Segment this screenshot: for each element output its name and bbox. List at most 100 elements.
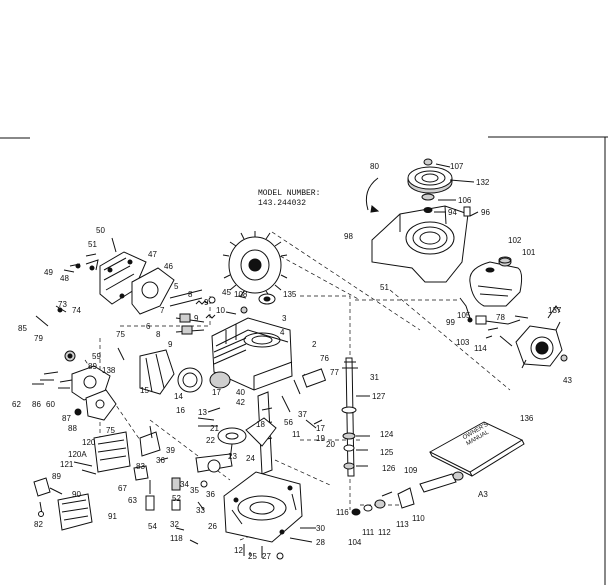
part-label: 126 [382, 464, 396, 473]
part-label: 43 [563, 376, 572, 385]
part-label: 14 [174, 392, 183, 401]
part-label: 13 [198, 408, 207, 417]
control-linkage [459, 297, 529, 339]
part-label: 49 [44, 268, 53, 277]
fuel-tank [469, 256, 523, 307]
small-hardware [145, 457, 208, 545]
part-label: 137 [548, 306, 562, 315]
part-label: 76 [320, 354, 329, 363]
part-label: 105 [457, 311, 471, 320]
part-label: 75 [116, 330, 125, 339]
part-label: 106 [458, 196, 472, 205]
part-label: 9 [204, 298, 209, 307]
part-label: 3 [282, 314, 287, 323]
part-label: 2 [312, 340, 317, 349]
part-label: 28 [316, 538, 325, 547]
part-label: 19 [316, 434, 325, 443]
part-label: 39 [166, 446, 175, 455]
part-label: 103 [456, 338, 470, 347]
owners-manual [428, 421, 525, 477]
part-label: 86 [32, 400, 41, 409]
part-label: 82 [34, 520, 43, 529]
engine-base [223, 471, 316, 560]
part-label: 85 [18, 324, 27, 333]
corner-code: A3 [478, 490, 488, 499]
part-label: 62 [12, 400, 21, 409]
dipstick-assembly [341, 357, 370, 477]
part-label: 75 [106, 426, 115, 435]
part-label: 60 [46, 400, 55, 409]
crankshaft [245, 391, 291, 475]
part-label: 23 [228, 452, 237, 461]
part-label: 59 [92, 352, 101, 361]
part-label: 91 [108, 512, 117, 521]
part-label: 107 [450, 162, 464, 171]
part-label: 48 [60, 274, 69, 283]
blower-housing [365, 177, 469, 283]
part-label: 9 [194, 314, 199, 323]
part-label: 4 [280, 328, 285, 337]
piston-assembly [117, 347, 231, 395]
exhaust-deflector [33, 477, 93, 531]
valve-train [169, 289, 216, 335]
part-label: 9 [168, 340, 173, 349]
part-label: 51 [88, 240, 97, 249]
part-label: 56 [284, 418, 293, 427]
part-label: 127 [372, 392, 386, 401]
part-label: 135 [283, 290, 297, 299]
fasteners [35, 211, 479, 429]
part-label: 26 [208, 522, 217, 531]
part-label: 8 [188, 290, 193, 299]
part-label: 35 [190, 486, 199, 495]
part-label: 36 [156, 456, 165, 465]
model-number-value: 143.244032 [258, 199, 307, 208]
part-label: 99 [446, 318, 455, 327]
cylinder-block [211, 306, 293, 391]
part-label: 114 [474, 344, 487, 353]
part-label: 47 [148, 250, 157, 259]
starter-pulley [407, 158, 475, 217]
part-label: 50 [96, 226, 105, 235]
part-label: 138 [102, 366, 116, 375]
part-label: 88 [68, 424, 77, 433]
part-label: 63 [128, 496, 137, 505]
part-label: 46 [164, 262, 173, 271]
part-label: 15 [140, 386, 149, 395]
part-label: 125 [380, 448, 394, 457]
part-label: 33 [196, 506, 205, 515]
part-label: 98 [344, 232, 353, 241]
part-label: 27 [262, 552, 271, 561]
part-label: 121 [60, 460, 74, 469]
part-label: 79 [34, 334, 43, 343]
part-label: 108 [234, 290, 248, 299]
part-label: 37 [298, 410, 307, 419]
part-label: 54 [148, 522, 157, 531]
part-label: 94 [448, 208, 457, 217]
part-label: 30 [316, 524, 325, 533]
part-label: 89 [52, 472, 61, 481]
part-label: 96 [481, 208, 490, 217]
part-label: 21 [210, 424, 219, 433]
carburetor [32, 350, 117, 421]
part-label: 7 [160, 306, 165, 315]
part-label: 51 [380, 283, 389, 292]
part-label: 80 [370, 162, 379, 171]
part-label: 113 [396, 520, 409, 529]
part-label: 31 [370, 373, 379, 382]
part-label: 18 [256, 420, 265, 429]
part-label: 25 [248, 552, 257, 561]
part-label: 67 [118, 484, 127, 493]
part-label: 101 [522, 248, 536, 257]
connecting-rod [195, 417, 247, 473]
flywheel [222, 231, 288, 305]
part-label: 118 [170, 534, 183, 543]
part-label: 120 [82, 438, 96, 447]
part-label: 11 [292, 430, 301, 439]
part-label: 111 [362, 528, 375, 537]
model-number-label: MODEL NUMBER: [258, 189, 321, 198]
part-label: 87 [62, 414, 71, 423]
recoil-starter [499, 305, 568, 369]
part-label: 16 [176, 406, 185, 415]
part-label: 73 [58, 300, 67, 309]
